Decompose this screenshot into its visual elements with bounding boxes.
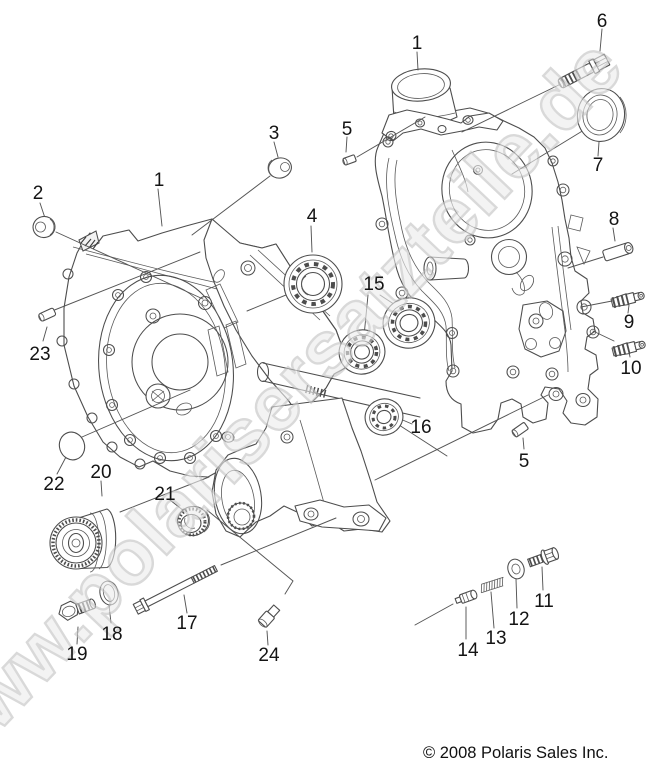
callout-21: 21 (154, 484, 175, 505)
part-21-threaded-plug (176, 505, 211, 537)
callout-11: 11 (534, 591, 554, 612)
part-23-pin (38, 307, 57, 322)
part-9-fitting (610, 291, 645, 309)
left-case-bolt-holes (56, 268, 223, 470)
part-14-detent-plug (454, 589, 478, 604)
callout-15: 15 (363, 274, 384, 295)
part-3-bushing (267, 157, 292, 179)
callout-1-right: 1 (412, 33, 423, 54)
part-19-drain-plug (58, 598, 97, 621)
callout-13: 13 (485, 628, 506, 649)
callout-1-left: 1 (154, 170, 165, 191)
part-12-washer (507, 558, 525, 580)
callout-5-left: 5 (342, 119, 353, 140)
part-8-dowel (602, 242, 634, 262)
part-5-pin-left (342, 154, 357, 166)
callout-23: 23 (29, 344, 50, 365)
callout-22: 22 (43, 474, 64, 495)
callout-14: 14 (457, 640, 479, 661)
part-2-bushing (32, 215, 56, 239)
part-16-bearing (364, 398, 404, 436)
part-20-pulley (49, 508, 117, 573)
leader-lines (39, 28, 631, 646)
callout-5-right: 5 (519, 451, 530, 472)
part-15-bearing-a (338, 329, 386, 375)
callout-7: 7 (593, 155, 604, 176)
part-10-fitting (611, 340, 646, 358)
callout-12: 12 (508, 609, 529, 630)
callout-10: 10 (620, 358, 641, 379)
lower-case-section (211, 397, 391, 538)
callout-3: 3 (269, 123, 280, 144)
part-5-pin-right (511, 422, 529, 438)
part-13-spring (480, 576, 504, 594)
part-22-plug-disc (58, 431, 86, 461)
part-24-pin (257, 604, 281, 628)
callout-4: 4 (307, 206, 318, 227)
hatched-tab (78, 230, 100, 252)
callout-9: 9 (624, 312, 635, 333)
part-15-bearing-b (382, 297, 436, 349)
part-6-bolt (557, 53, 611, 89)
part-18-oring (99, 580, 119, 606)
copyright-text: © 2008 Polaris Sales Inc. (423, 744, 609, 762)
callout-17: 17 (176, 613, 197, 634)
right-crankcase-half (374, 68, 600, 434)
callout-16: 16 (410, 417, 431, 438)
callout-20: 20 (90, 462, 111, 483)
callout-19: 19 (66, 644, 87, 665)
part-11-bolt (527, 547, 560, 568)
callout-2: 2 (33, 183, 44, 204)
part-7-seal (576, 88, 627, 142)
callout-6: 6 (597, 11, 608, 32)
callout-24: 24 (258, 645, 280, 666)
callout-18: 18 (101, 624, 122, 645)
part-17-long-bolt (132, 565, 218, 615)
part-4-bearing (283, 254, 343, 314)
right-case-bolt-holes (375, 136, 600, 408)
callout-8: 8 (609, 209, 620, 230)
